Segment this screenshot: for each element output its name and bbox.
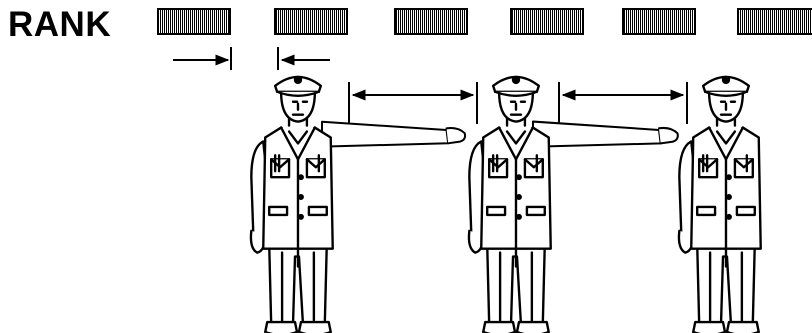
double-arrow-icon — [559, 82, 687, 126]
rank-block-icon — [158, 9, 230, 34]
soldier-icon — [679, 77, 761, 333]
rank-block-icon — [395, 9, 467, 34]
interval-indicator — [173, 47, 330, 70]
rank-block-icon — [275, 9, 347, 34]
rank-block-icon — [738, 9, 812, 34]
rank-block-icon — [623, 9, 695, 34]
soldier-icon — [251, 77, 333, 333]
rank-block-icon — [511, 9, 583, 34]
rank-blocks — [158, 9, 812, 34]
soldier-formation — [251, 77, 761, 333]
double-arrow-icon — [349, 82, 477, 128]
right-arrow-icon — [173, 47, 231, 70]
left-arrow-icon — [278, 47, 330, 70]
soldier-icon — [469, 77, 551, 333]
